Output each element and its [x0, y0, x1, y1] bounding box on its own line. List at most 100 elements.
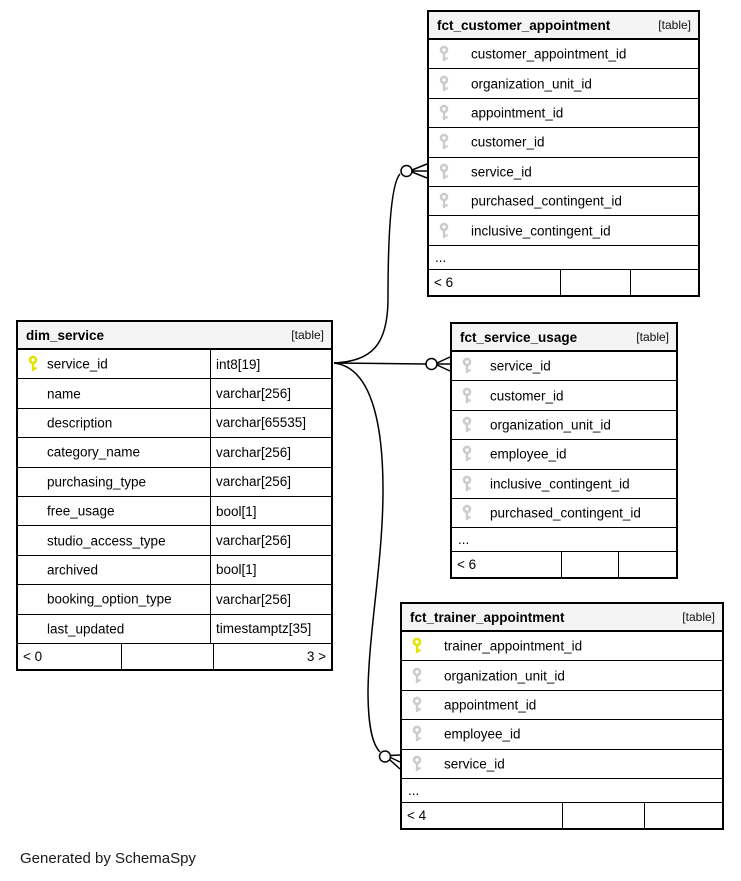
crow-foot-icon [388, 754, 401, 770]
primary-key-icon [412, 637, 422, 654]
foreign-key-icon [439, 104, 449, 121]
column-name-cell: last_updated [18, 615, 210, 643]
key-icon-wrap [461, 475, 473, 492]
table-title-bar[interactable]: fct_service_usage [table] [452, 324, 676, 352]
column-name-cell: organization_unit_id [402, 661, 722, 689]
column-name: employee_id [490, 446, 567, 462]
relationship-line [333, 173, 401, 364]
column-type: varchar[256] [210, 467, 331, 496]
column-row-purchased_contingent_id: purchased_contingent_id [452, 499, 676, 529]
column-name-cell: organization_unit_id [452, 411, 676, 439]
table-type-tag: [table] [636, 330, 669, 344]
table-title[interactable]: dim_service [26, 327, 105, 343]
more-columns-ellipsis: ... [429, 246, 698, 270]
key-icon-wrap [411, 725, 423, 743]
column-name-cell: appointment_id [402, 691, 722, 719]
column-row-service_id: service_id [452, 352, 676, 382]
column-name: name [47, 386, 81, 402]
foreign-key-icon [462, 387, 472, 403]
column-name-cell: inclusive_contingent_id [429, 216, 698, 244]
column-type: varchar[256] [210, 438, 331, 467]
foreign-key-icon [462, 445, 472, 462]
key-icon-wrap [438, 163, 450, 180]
column-name-cell: purchased_contingent_id [452, 499, 676, 527]
key-icon-wrap [461, 445, 473, 463]
table-title-bar[interactable]: dim_service [table] [18, 322, 331, 350]
footer-cell: < 0 [23, 648, 43, 664]
column-name: purchased_contingent_id [490, 505, 641, 521]
column-row-employee_id: employee_id [402, 720, 722, 750]
column-name: last_updated [47, 621, 125, 637]
column-name: archived [47, 562, 99, 578]
column-name: service_id [444, 756, 505, 772]
column-name-cell: description [18, 409, 210, 437]
footer-cell: < 6 [434, 274, 454, 290]
table-title[interactable]: fct_customer_appointment [437, 17, 611, 33]
table-footer: < 6 [452, 552, 676, 578]
foreign-key-icon [462, 475, 472, 491]
column-row-appointment_id: appointment_id [429, 99, 698, 129]
column-name: studio_access_type [47, 533, 166, 549]
column-name: service_id [471, 164, 532, 180]
column-type: varchar[65535] [210, 408, 331, 438]
generated-by-note: Generated by SchemaSpy [20, 850, 196, 867]
cardinality-zero-circle [378, 750, 392, 763]
key-icon-wrap [438, 45, 450, 63]
key-icon-wrap [27, 355, 39, 373]
more-columns-ellipsis: ... [452, 528, 676, 553]
key-icon-wrap [411, 755, 423, 772]
column-name: service_id [490, 358, 551, 374]
table-footer: < 0 3 > [18, 643, 331, 669]
column-name: organization_unit_id [471, 76, 592, 92]
column-name: trainer_appointment_id [444, 638, 583, 654]
key-icon-wrap [411, 696, 423, 713]
column-name: customer_id [490, 388, 564, 404]
column-name: inclusive_contingent_id [471, 223, 611, 239]
column-name: organization_unit_id [490, 417, 611, 433]
key-icon-wrap [461, 357, 473, 375]
table-title-bar[interactable]: fct_trainer_appointment [table] [402, 604, 722, 632]
table-title-bar[interactable]: fct_customer_appointment [table] [429, 12, 698, 40]
column-name-cell: service_id [18, 350, 210, 378]
column-row-organization_unit_id: organization_unit_id [452, 411, 676, 441]
key-icon-wrap [461, 416, 473, 433]
table-type-tag: [table] [291, 328, 324, 342]
column-name-cell: employee_id [452, 440, 676, 468]
table-footer: < 4 [402, 802, 722, 828]
column-name: customer_id [471, 134, 545, 150]
footer-cell: 3 > [213, 643, 331, 669]
foreign-key-icon [439, 192, 449, 209]
key-icon-wrap [438, 104, 450, 121]
table-title[interactable]: fct_service_usage [460, 329, 578, 345]
column-type: bool[1] [210, 496, 331, 526]
table-node-fct_trainer_appointment[interactable]: fct_trainer_appointment [table] trainer_… [400, 602, 724, 830]
foreign-key-icon [439, 163, 449, 179]
foreign-key-icon [462, 504, 472, 521]
column-row-customer_id: customer_id [452, 381, 676, 411]
key-icon-wrap [438, 133, 450, 151]
table-title[interactable]: fct_trainer_appointment [410, 609, 565, 625]
column-name: employee_id [444, 726, 521, 742]
footer-cell [630, 269, 698, 295]
column-name-cell: service_id [402, 750, 722, 778]
column-name: customer_appointment_id [471, 46, 627, 62]
column-name-cell: studio_access_type [18, 526, 210, 554]
relationship-dim_service-to-fct_service_usage [333, 356, 451, 372]
table-columns: customer_appointment_id organization_unit… [429, 40, 698, 270]
footer-cell: < 6 [457, 557, 477, 573]
column-name-cell: category_name [18, 438, 210, 466]
table-node-fct_customer_appointment[interactable]: fct_customer_appointment [table] custome… [427, 10, 700, 297]
cardinality-zero-circle [400, 164, 413, 178]
key-icon-wrap [411, 637, 423, 655]
foreign-key-icon [439, 75, 449, 91]
column-type: varchar[256] [210, 585, 331, 614]
